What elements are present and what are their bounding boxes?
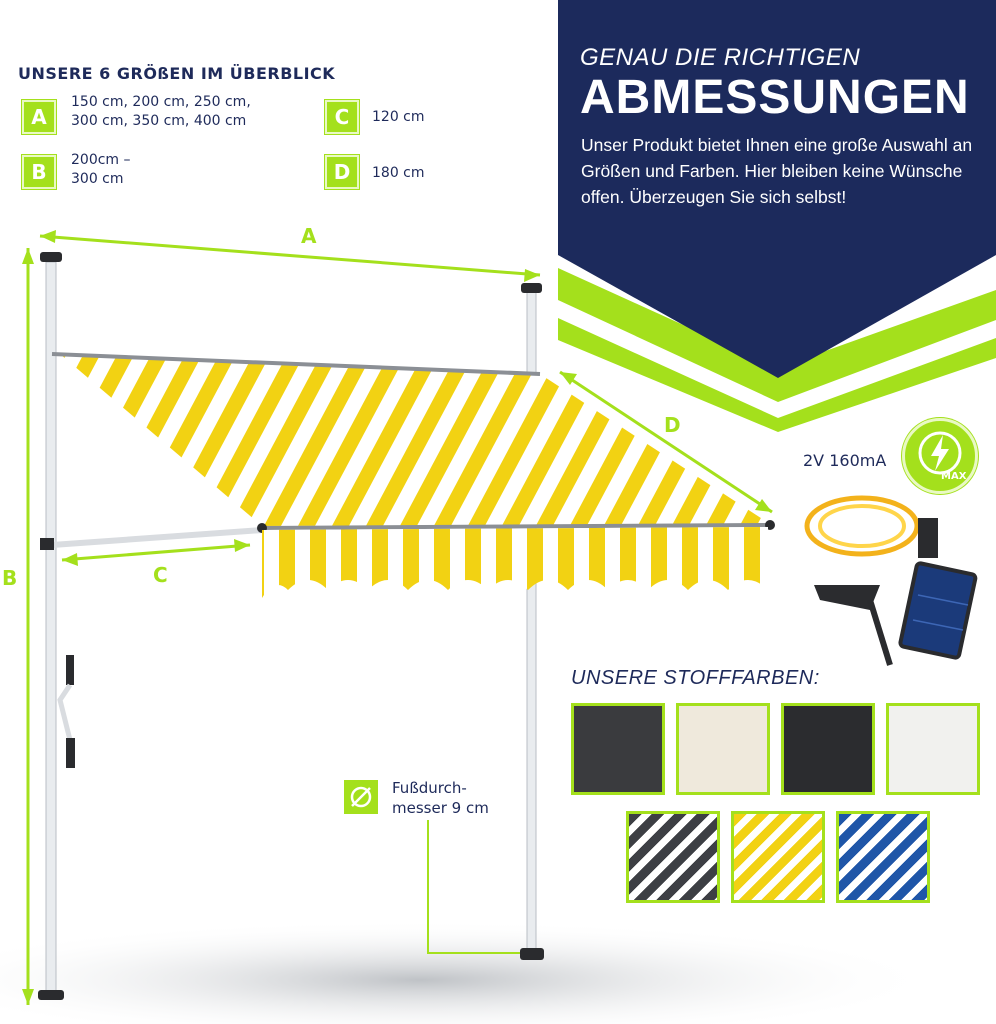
size-text-a: 150 cm, 200 cm, 250 cm, 300 cm, 350 cm, … bbox=[71, 94, 251, 129]
size-badge-d: D bbox=[325, 155, 359, 189]
banner-text: Unser Produkt bietet Ihnen eine große Au… bbox=[581, 135, 973, 207]
led-spec-label: 2V 160mA bbox=[803, 451, 887, 470]
fabric-swatch-grey-stripe[interactable] bbox=[626, 811, 720, 903]
chevron-stripe-2 bbox=[558, 318, 996, 432]
size-text-c: 120 cm bbox=[372, 109, 425, 125]
right-pole-foot bbox=[520, 948, 544, 960]
clip-icon bbox=[814, 585, 880, 610]
crank-handle bbox=[66, 738, 75, 768]
awning-valance bbox=[262, 527, 768, 598]
dimension-label-b: B bbox=[2, 566, 18, 590]
max-badge-text: MAX bbox=[941, 471, 967, 482]
diameter-icon bbox=[344, 780, 378, 814]
left-pole-cap bbox=[40, 252, 62, 262]
dimension-label-a: A bbox=[301, 224, 317, 248]
size-badge-c: C bbox=[325, 100, 359, 134]
awning-arm bbox=[51, 527, 263, 548]
crank-grip bbox=[66, 655, 74, 685]
fabric-swatch-anthracite[interactable] bbox=[571, 703, 665, 795]
fabric-swatch-white[interactable] bbox=[886, 703, 980, 795]
floor-shadow bbox=[0, 920, 940, 1024]
awning-canopy bbox=[60, 354, 770, 526]
banner-subtitle: GENAU DIE RICHTIGEN bbox=[580, 44, 861, 71]
fabric-colors-title: UNSERE STOFFFARBEN: bbox=[571, 667, 820, 689]
foot-leader-line bbox=[427, 820, 520, 954]
dimension-line-a bbox=[39, 234, 541, 277]
fabric-swatch-beige[interactable] bbox=[676, 703, 770, 795]
banner-title: ABMESSUNGEN bbox=[580, 71, 970, 124]
dimension-label-c: C bbox=[153, 563, 168, 587]
sizes-title: UNSERE 6 GRÖßEN IM ÜBERBLICK bbox=[18, 64, 336, 83]
dimension-line-c bbox=[61, 543, 251, 562]
right-pole-cap bbox=[521, 283, 542, 293]
solar-led-product bbox=[804, 495, 978, 666]
fabric-swatch-blue-stripe[interactable] bbox=[836, 811, 930, 903]
fabric-swatch-yellow-stripe[interactable] bbox=[731, 811, 825, 903]
foot-diameter-text: Fußdurch- messer 9 cm bbox=[392, 779, 489, 817]
size-text-d: 180 cm bbox=[372, 165, 425, 181]
left-pole bbox=[45, 261, 57, 998]
solar-panel-icon bbox=[898, 561, 978, 660]
size-badge-a: A bbox=[22, 100, 56, 134]
dimension-line-d bbox=[559, 370, 773, 514]
left-pole-foot bbox=[38, 990, 64, 1000]
dimension-label-d: D bbox=[664, 413, 681, 437]
led-string-icon bbox=[804, 495, 920, 557]
banner-background bbox=[558, 0, 996, 378]
max-power-badge: MAX bbox=[902, 418, 978, 494]
size-text-b: 200cm – 300 cm bbox=[71, 152, 131, 187]
size-badge-b: B bbox=[22, 155, 56, 189]
fabric-swatch-black[interactable] bbox=[781, 703, 875, 795]
